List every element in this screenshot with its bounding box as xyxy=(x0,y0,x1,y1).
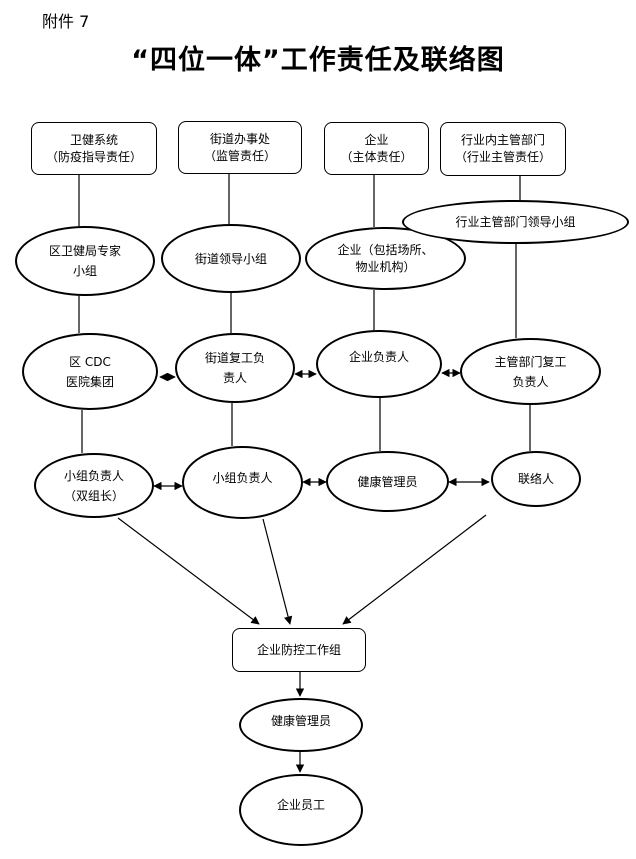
node-enterprise-employees: 企业员工 xyxy=(239,774,363,846)
node-industry-leading-group: 行业主管部门领导小组 xyxy=(402,200,629,244)
node-street-resumption-lead: 街道复工负责人 xyxy=(175,333,295,403)
arrow xyxy=(342,514,487,625)
top-box-street-office: 街道办事处（监管责任） xyxy=(178,121,302,174)
node-district-expert-group: 区卫健局专家小组 xyxy=(15,226,155,296)
diagram-title: “四位一体”工作责任及联络图 xyxy=(131,45,505,76)
arrow xyxy=(117,517,260,625)
box-enterprise-work-group: 企业防控工作组 xyxy=(232,628,366,672)
node-liaison: 联络人 xyxy=(491,451,581,507)
top-box-health-system: 卫健系统（防疫指导责任） xyxy=(31,122,157,175)
attachment-label: 附件 7 xyxy=(42,12,90,31)
node-group-lead: 小组负责人 xyxy=(182,446,303,519)
node-health-manager: 健康管理员 xyxy=(239,698,363,752)
node-enterprise-venues: 企业（包括场所、物业机构） xyxy=(305,227,466,290)
node-enterprise-lead: 企业负责人 xyxy=(316,330,442,398)
top-box-enterprise: 企业（主体责任） xyxy=(324,122,429,175)
node-group-lead-dual: 小组负责人（双组长） xyxy=(34,453,154,518)
node-street-leading-group: 街道领导小组 xyxy=(161,224,301,293)
node-dept-resumption-lead: 主管部门复工负责人 xyxy=(460,338,601,405)
top-box-industry-dept: 行业内主管部门（行业主管责任） xyxy=(440,122,566,176)
node-health-manager-row: 健康管理员 xyxy=(326,451,449,512)
arrow xyxy=(262,518,293,625)
